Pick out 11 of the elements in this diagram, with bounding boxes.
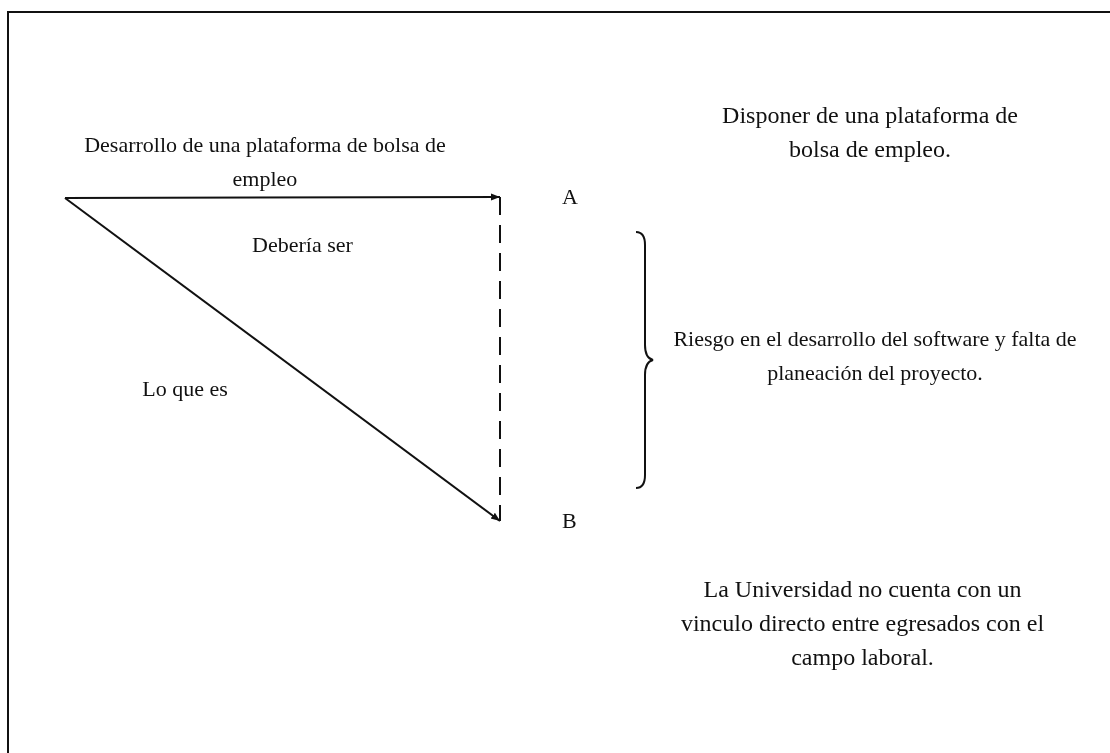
- point-label: B: [560, 508, 579, 534]
- edge-label: Lo que es: [141, 375, 229, 403]
- dashed-line: [499, 196, 501, 522]
- note-text: Disponer de una plataforma de bolsa de empleo.: [721, 101, 1019, 164]
- arrow: [64, 193, 501, 201]
- note-text: Debería ser: [251, 231, 354, 259]
- note-text: La Universidad no cuenta con un vinculo directo entre egresados con el campo laboral.: [680, 575, 1045, 672]
- point-label: A: [560, 184, 580, 210]
- arrow: [64, 197, 501, 522]
- note-text: Riesgo en el desarrollo del software y falta de planeación del proyecto.: [672, 325, 1078, 387]
- edge-label: Desarrollo de una plataforma de bolsa de empleo: [83, 131, 447, 193]
